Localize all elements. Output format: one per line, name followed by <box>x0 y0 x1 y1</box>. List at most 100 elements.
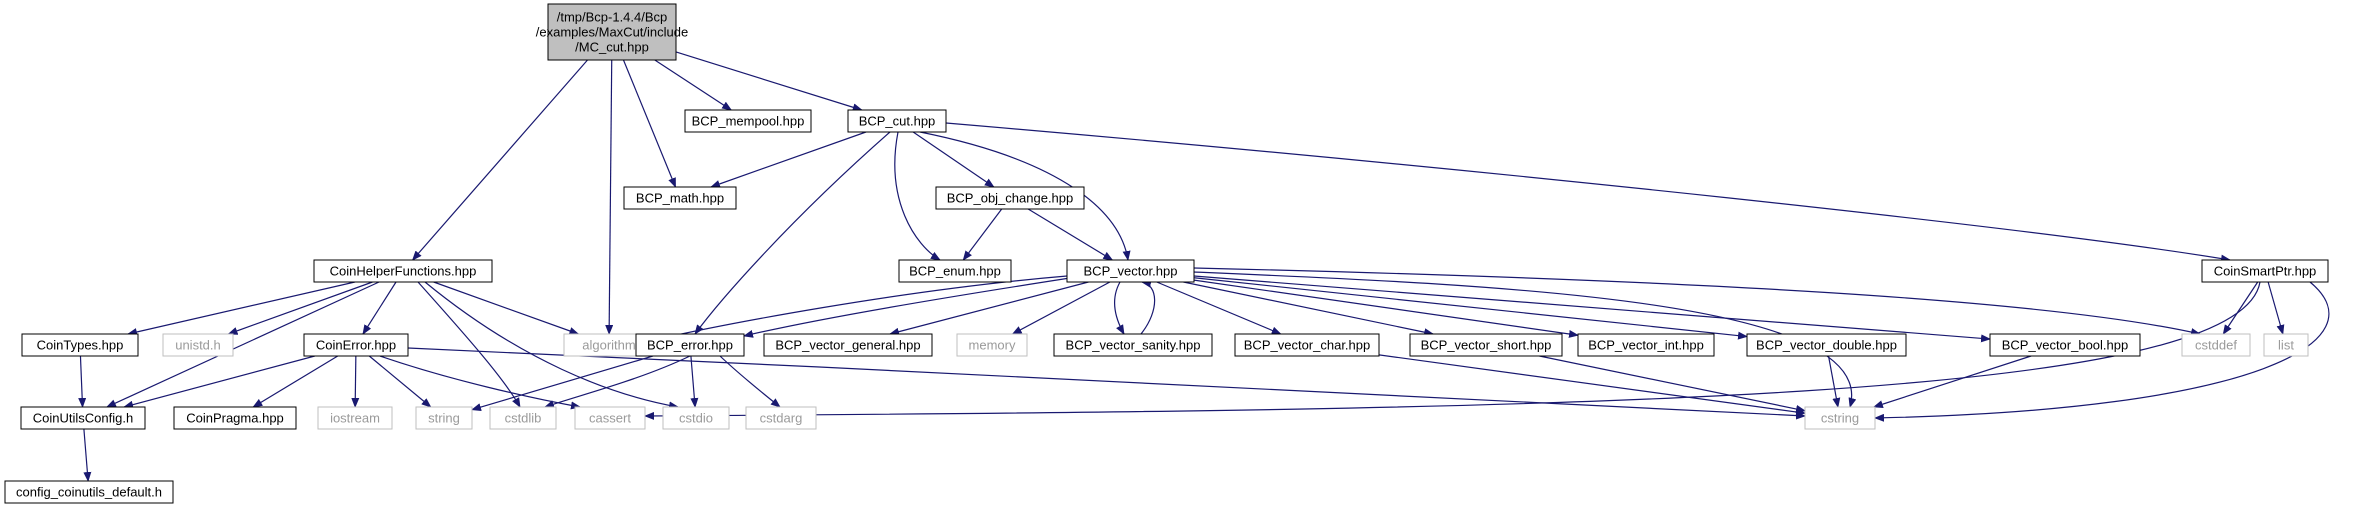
node-vdouble[interactable]: BCP_vector_double.hpp <box>1746 333 1907 357</box>
edge-cut-to-math <box>710 131 867 188</box>
node-helper[interactable]: CoinHelperFunctions.hpp <box>313 259 493 283</box>
node-vsanity[interactable]: BCP_vector_sanity.hpp <box>1053 333 1213 357</box>
edge-objchange-to-enum <box>962 208 1003 261</box>
edge-helper-to-unistd <box>227 281 373 335</box>
edge-vector-to-vint <box>1193 279 1579 338</box>
node-root[interactable]: /tmp/Bcp-1.4.4/Bcp/examples/MaxCut/inclu… <box>536 3 688 61</box>
node-label-pragma: CoinPragma.hpp <box>186 411 284 426</box>
node-box-vdouble <box>1746 333 1907 357</box>
node-box-vchar <box>1234 333 1380 357</box>
edge-coinerror-to-iostream <box>351 355 360 408</box>
edge-root-to-helper <box>411 59 588 261</box>
dependency-nodes: /tmp/Bcp-1.4.4/Bcp/examples/MaxCut/inclu… <box>4 3 2329 504</box>
node-label-cstring: cstring <box>1821 411 1859 426</box>
edge-vsanity-to-vector <box>1140 279 1156 335</box>
edge-vdouble-to-cstring <box>1827 355 1841 408</box>
edge-root-to-cut <box>675 51 863 112</box>
edge-cut-to-smartptr <box>945 122 2231 263</box>
edge-bcperror-to-cstdarg <box>719 355 781 408</box>
node-box-vector <box>1066 259 1195 283</box>
node-iostream: iostream <box>317 406 393 430</box>
node-mempool[interactable]: BCP_mempool.hpp <box>684 109 812 133</box>
edge-vector-to-vshort <box>1183 281 1435 337</box>
node-box-math <box>623 186 737 210</box>
node-string: string <box>415 406 473 430</box>
edge-helper-to-cointypes <box>127 281 356 336</box>
edge-vshort-to-cstring <box>1539 355 1806 413</box>
node-box-memory <box>956 333 1028 357</box>
node-label-enum: BCP_enum.hpp <box>909 264 1001 279</box>
node-bcperror[interactable]: BCP_error.hpp <box>635 333 745 357</box>
node-box-coinerror <box>303 333 409 357</box>
node-vshort[interactable]: BCP_vector_short.hpp <box>1409 333 1563 357</box>
edge-vector-to-vgeneral <box>889 281 1089 336</box>
node-label-vdouble: BCP_vector_double.hpp <box>1756 338 1897 353</box>
edge-root-to-algorithm <box>605 59 614 335</box>
node-vint[interactable]: BCP_vector_int.hpp <box>1577 333 1715 357</box>
node-vector[interactable]: BCP_vector.hpp <box>1066 259 1195 283</box>
node-box-vint <box>1577 333 1715 357</box>
node-math[interactable]: BCP_math.hpp <box>623 186 737 210</box>
node-box-vsanity <box>1053 333 1213 357</box>
node-label-vgeneral: BCP_vector_general.hpp <box>775 338 920 353</box>
node-configdefault[interactable]: config_coinutils_default.h <box>4 480 174 504</box>
edge-vector-to-cstddef <box>1193 267 2201 336</box>
node-cut[interactable]: BCP_cut.hpp <box>847 109 947 133</box>
node-label-coinerror: CoinError.hpp <box>316 338 396 353</box>
node-box-cstdlib <box>489 406 557 430</box>
node-label-unistd: unistd.h <box>175 338 221 353</box>
node-enum[interactable]: BCP_enum.hpp <box>898 259 1012 283</box>
edge-vector-to-vchar <box>1156 281 1282 335</box>
node-utilsconfig[interactable]: CoinUtilsConfig.h <box>20 406 146 430</box>
node-box-root <box>547 3 677 61</box>
node-box-cassert <box>574 406 646 430</box>
node-box-cstdarg <box>745 406 817 430</box>
node-label-cassert: cassert <box>589 411 631 426</box>
node-box-smartptr <box>2201 259 2329 283</box>
node-vbool[interactable]: BCP_vector_bool.hpp <box>1989 333 2141 357</box>
edge-helper-to-coinerror <box>362 281 397 335</box>
edge-cut-to-objchange <box>912 131 995 188</box>
node-vchar[interactable]: BCP_vector_char.hpp <box>1234 333 1380 357</box>
node-objchange[interactable]: BCP_obj_change.hpp <box>935 186 1085 210</box>
edge-helper-to-cstdio <box>424 281 679 410</box>
node-box-utilsconfig <box>20 406 146 430</box>
edge-smartptr-to-cassert <box>644 281 2261 420</box>
node-label-algorithm: algorithm <box>582 338 635 353</box>
node-box-bcperror <box>635 333 745 357</box>
node-vgeneral[interactable]: BCP_vector_general.hpp <box>763 333 933 357</box>
node-memory: memory <box>956 333 1028 357</box>
node-label-cstdio: cstdio <box>679 411 713 426</box>
edge-vector-to-cstring <box>1193 271 1857 408</box>
node-cstdio: cstdio <box>662 406 730 430</box>
dependency-edges <box>78 51 2330 482</box>
edge-helper-to-utilsconfig <box>106 281 380 408</box>
node-box-list <box>2263 333 2309 357</box>
edge-root-to-math <box>622 59 677 188</box>
node-box-unistd <box>162 333 234 357</box>
edge-vector-to-vsanity <box>1113 281 1125 335</box>
node-box-string <box>415 406 473 430</box>
node-box-configdefault <box>4 480 174 504</box>
node-algorithm: algorithm <box>563 333 655 357</box>
node-label-string: string <box>428 411 460 426</box>
node-label-vshort: BCP_vector_short.hpp <box>1421 338 1552 353</box>
node-smartptr[interactable]: CoinSmartPtr.hpp <box>2201 259 2329 283</box>
node-box-mempool <box>684 109 812 133</box>
node-coinerror[interactable]: CoinError.hpp <box>303 333 409 357</box>
node-box-vgeneral <box>763 333 933 357</box>
node-cointypes[interactable]: CoinTypes.hpp <box>21 333 139 357</box>
node-box-helper <box>313 259 493 283</box>
edge-bcperror-to-cstdlib <box>544 355 691 408</box>
node-pragma[interactable]: CoinPragma.hpp <box>173 406 297 430</box>
node-label-cstdlib: cstdlib <box>505 411 542 426</box>
edge-helper-to-algorithm <box>433 281 580 335</box>
edge-smartptr-to-cstring <box>1874 281 2330 422</box>
node-label-cstdarg: cstdarg <box>760 411 803 426</box>
edge-helper-to-cstdlib <box>417 281 521 408</box>
edge-smartptr-to-list <box>2267 281 2285 335</box>
edge-cointypes-to-utilsconfig <box>78 355 87 408</box>
node-label-mempool: BCP_mempool.hpp <box>692 114 805 129</box>
node-label-objchange: BCP_obj_change.hpp <box>947 191 1074 206</box>
